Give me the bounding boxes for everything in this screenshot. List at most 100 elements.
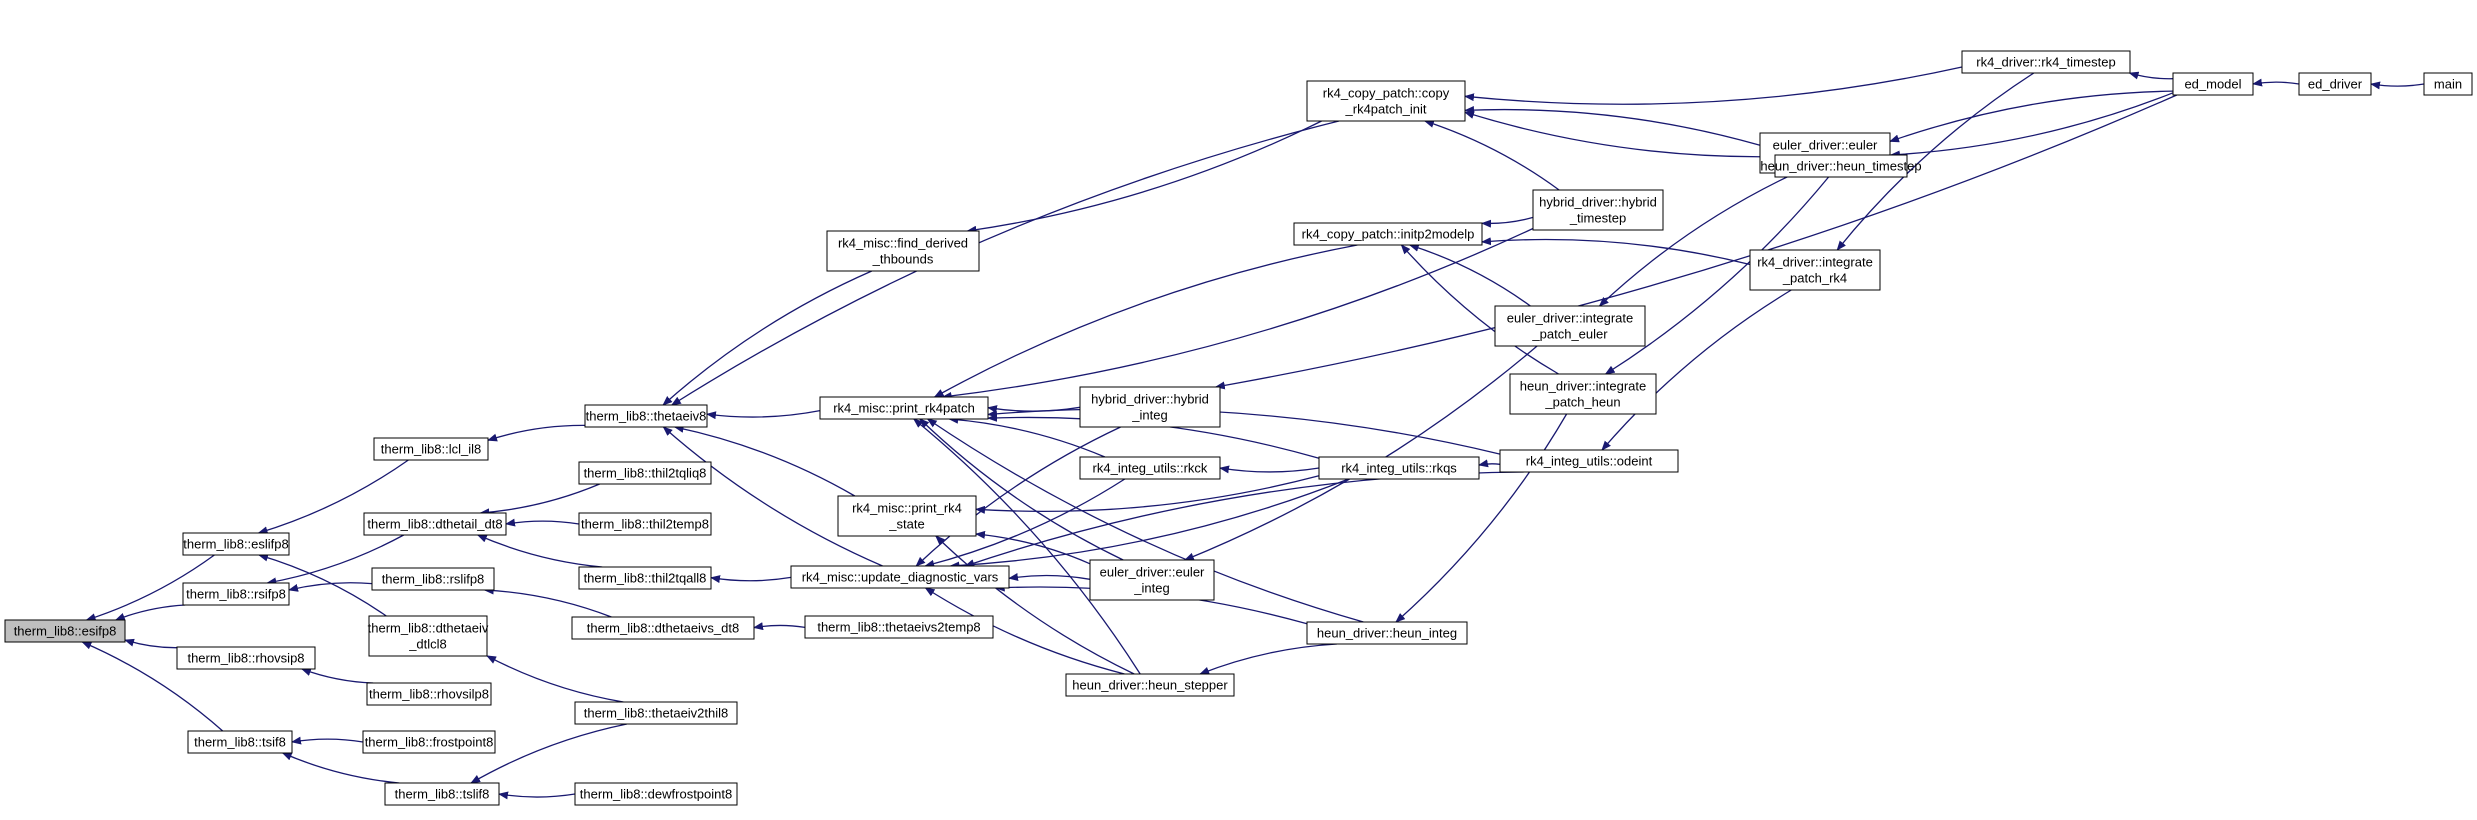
graph-node-tsif8[interactable]: therm_lib8::tsif8: [187, 730, 293, 754]
node-box: [368, 615, 488, 657]
graph-node-heun_integ[interactable]: heun_driver::heun_integ: [1306, 621, 1468, 645]
graph-node-rhovsip8[interactable]: therm_lib8::rhovsip8: [176, 646, 316, 670]
graph-node-rkqs[interactable]: rk4_integ_utils::rkqs: [1318, 456, 1480, 480]
node-label: rk4_integ_utils::rkqs: [1341, 461, 1457, 476]
graph-node-hybrid_integ[interactable]: hybrid_driver::hybrid_integ: [1079, 386, 1221, 428]
node-label: rk4_misc::print_rk4patch: [833, 401, 975, 416]
graph-node-dewfrostpoint8[interactable]: therm_lib8::dewfrostpoint8: [574, 782, 738, 806]
call-edge-tslif8-to-tsif8: [281, 752, 400, 784]
graph-node-rk4_timestep[interactable]: rk4_driver::rk4_timestep: [1961, 50, 2131, 74]
node-box: [1079, 456, 1221, 480]
node-box: [1293, 222, 1483, 246]
node-label: therm_lib8::dewfrostpoint8: [580, 787, 732, 802]
node-box: [366, 682, 492, 706]
call-edge-dewfrostpoint8-to-tslif8: [498, 791, 576, 800]
node-label: therm_lib8::tsif8: [194, 735, 286, 750]
call-edge-integrate_patch_euler-to-euler_integ: [1183, 345, 1538, 561]
graph-node-tslif8[interactable]: therm_lib8::tslif8: [384, 782, 500, 806]
call-edge-integrate_patch_heun-to-heun_integ: [1395, 413, 1568, 623]
graph-node-hybrid_timestep[interactable]: hybrid_driver::hybrid_timestep: [1532, 189, 1664, 231]
call-edge-rkck-to-print_rk4patch: [948, 415, 1106, 458]
call-edge-ed_model-to-rk4_timestep: [2128, 71, 2174, 80]
graph-node-frostpoint8[interactable]: therm_lib8::frostpoint8: [362, 730, 496, 754]
call-edge-find_derived-to-thetaeiv8: [662, 270, 873, 406]
node-label: therm_lib8::rhovsilp8: [369, 687, 489, 702]
call-edge-heun_integ-to-heun_stepper: [1199, 643, 1337, 675]
graph-node-heun_timestep[interactable]: heun_driver::heun_timestep: [1760, 154, 1922, 178]
graph-node-ed_model[interactable]: ed_model: [2172, 72, 2254, 96]
call-edge-thil2tqliq8-to-dthetail_dt8: [479, 483, 600, 517]
node-label: _patch_heun: [1544, 395, 1620, 410]
node-box: [182, 532, 290, 556]
node-box: [819, 396, 989, 420]
call-edge-tsif8-to-esifp8: [81, 641, 224, 732]
call-edge-euler_integ-to-print_rk4patch: [919, 418, 1124, 561]
graph-node-thil2temp8[interactable]: therm_lib8::thil2temp8: [578, 512, 712, 536]
call-edge-ed_model-to-euler_timestep: [1889, 90, 2174, 143]
node-box: [574, 701, 738, 725]
call-edge-hybrid_timestep-to-copy_rk4patch_init: [1423, 120, 1560, 191]
node-label: heun_driver::heun_stepper: [1072, 678, 1228, 693]
graph-node-thil2tqliq8[interactable]: therm_lib8::thil2tqliq8: [578, 461, 712, 485]
node-label: _rk4patch_init: [1345, 102, 1427, 117]
graph-node-main[interactable]: main: [2423, 72, 2473, 96]
call-edge-thil2temp8-to-dthetail_dt8: [505, 518, 580, 527]
graph-node-print_rk4patch[interactable]: rk4_misc::print_rk4patch: [819, 396, 989, 420]
node-label: rk4_integ_utils::rkck: [1093, 461, 1208, 476]
graph-node-thetaeiv2thil8[interactable]: therm_lib8::thetaeiv2thil8: [574, 701, 738, 725]
call-edge-print_rk4patch-to-thetaeiv8: [706, 409, 821, 420]
node-box: [578, 566, 712, 590]
graph-node-print_rk4_state[interactable]: rk4_misc::print_rk4_state: [837, 495, 977, 537]
node-box: [1306, 80, 1466, 122]
graph-node-odeint[interactable]: rk4_integ_utils::odeint: [1499, 449, 1679, 473]
graph-node-integrate_patch_rk4[interactable]: rk4_driver::integrate_patch_rk4: [1749, 249, 1881, 291]
node-label: therm_lib8::thetaeivs2temp8: [817, 620, 980, 635]
graph-node-lcl_il8[interactable]: therm_lib8::lcl_il8: [373, 437, 489, 461]
graph-node-copy_rk4patch_init[interactable]: rk4_copy_patch::copy_rk4patch_init: [1306, 80, 1466, 122]
call-edge-integrate_patch_rk4-to-odeint: [1601, 289, 1792, 451]
call-edge-odeint-to-rkqs: [1478, 459, 1501, 468]
call-edge-integrate_patch_euler-to-initp2modelp: [1408, 243, 1531, 307]
node-label: rk4_misc::update_diagnostic_vars: [802, 570, 999, 585]
graph-node-rkck[interactable]: rk4_integ_utils::rkck: [1079, 456, 1221, 480]
graph-node-initp2modelp[interactable]: rk4_copy_patch::initp2modelp: [1293, 222, 1483, 246]
graph-node-integrate_patch_euler[interactable]: euler_driver::integrate_patch_euler: [1494, 305, 1646, 347]
graph-node-esifp8[interactable]: therm_lib8::esifp8: [4, 619, 126, 643]
graph-node-rsifp8[interactable]: therm_lib8::rsifp8: [182, 582, 290, 606]
node-label: ed_driver: [2308, 77, 2363, 92]
graph-node-integrate_patch_heun[interactable]: heun_driver::integrate_patch_heun: [1509, 373, 1657, 415]
node-label: therm_lib8::thil2tqall8: [584, 571, 707, 586]
graph-node-dthetaeivs_dt8[interactable]: therm_lib8::dthetaeivs_dt8: [571, 616, 755, 640]
graph-node-dthetaeiv_dtlcl8[interactable]: therm_lib8::dthetaeiv_dtlcl8: [368, 615, 489, 657]
graph-node-find_derived[interactable]: rk4_misc::find_derived_thbounds: [826, 230, 980, 272]
graph-node-thetaeivs2temp8[interactable]: therm_lib8::thetaeivs2temp8: [804, 615, 994, 639]
call-edge-copy_rk4patch_init-to-thetaeiv8: [670, 120, 1340, 406]
graph-node-update_diag[interactable]: rk4_misc::update_diagnostic_vars: [790, 565, 1010, 589]
node-label: _state: [888, 517, 924, 532]
graph-node-euler_integ[interactable]: euler_driver::euler_integ: [1089, 559, 1215, 601]
node-box: [1089, 559, 1215, 601]
node-label: _integ: [1133, 581, 1169, 596]
node-label: _patch_euler: [1531, 327, 1608, 342]
node-label: therm_lib8::thetaeiv2thil8: [584, 706, 729, 721]
node-label: therm_lib8::lcl_il8: [381, 442, 481, 457]
graph-node-dthetail_dt8[interactable]: therm_lib8::dthetail_dt8: [363, 512, 507, 536]
graph-node-thetaeiv8[interactable]: therm_lib8::thetaeiv8: [584, 404, 708, 428]
node-box: [1306, 621, 1468, 645]
graph-node-eslifp8[interactable]: therm_lib8::eslifp8: [182, 532, 290, 556]
graph-node-rslifp8[interactable]: therm_lib8::rslifp8: [371, 567, 495, 591]
node-box: [574, 782, 738, 806]
graph-node-thil2tqall8[interactable]: therm_lib8::thil2tqall8: [578, 566, 712, 590]
call-edge-rkqs-to-update_diag: [949, 478, 1349, 570]
graph-node-heun_stepper[interactable]: heun_driver::heun_stepper: [1065, 673, 1235, 697]
node-box: [1494, 305, 1646, 347]
node-label: rk4_misc::print_rk4: [852, 501, 962, 516]
node-box: [1318, 456, 1480, 480]
node-label: hybrid_driver::hybrid: [1091, 392, 1209, 407]
node-box: [363, 512, 507, 536]
node-label: therm_lib8::thil2temp8: [581, 517, 709, 532]
node-box: [1509, 373, 1657, 415]
graph-node-ed_driver[interactable]: ed_driver: [2298, 72, 2372, 96]
call-edge-euler_integ-to-update_diag: [1008, 573, 1091, 581]
graph-node-rhovsilp8[interactable]: therm_lib8::rhovsilp8: [366, 682, 492, 706]
